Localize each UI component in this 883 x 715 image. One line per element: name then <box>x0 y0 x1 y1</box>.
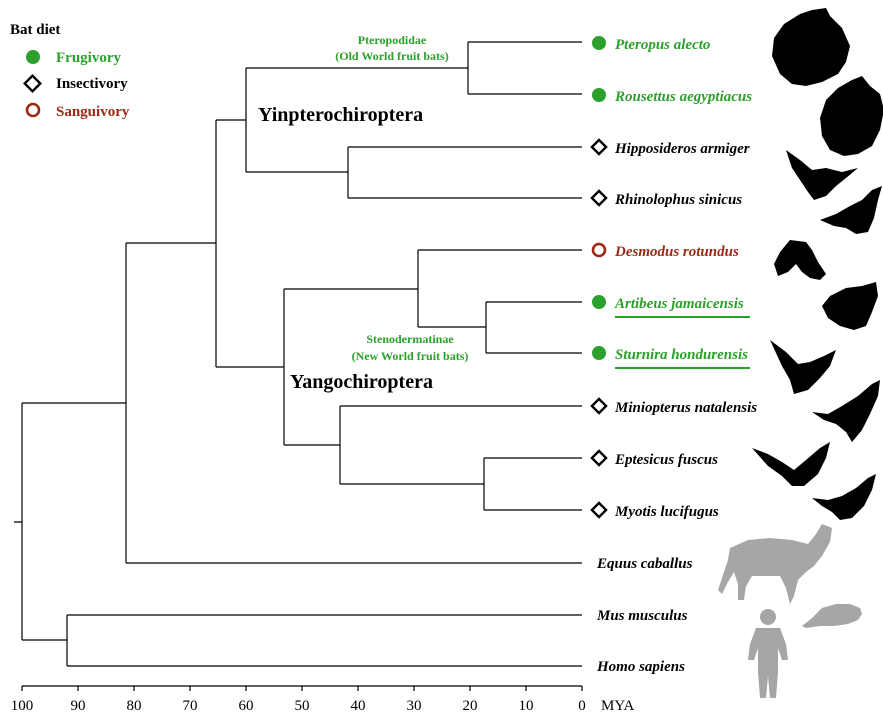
branch-laurasiatheria <box>126 243 582 563</box>
flying-bat-icon <box>820 186 882 234</box>
hanging-fruit-bat-icon <box>820 76 883 156</box>
taxon-label-mus-musculus: Mus musculus <box>596 608 688 624</box>
legend: Bat diet Frugivory Insectivory Sanguivor… <box>10 22 130 120</box>
hanging-fruit-bat-icon <box>772 8 850 86</box>
insectivory-marker-icon <box>592 503 606 517</box>
branch-vespertilionidae <box>484 458 582 510</box>
axis-tick-label: 60 <box>239 698 254 714</box>
taxon-label-rousettus-aegyptiacus: Rousettus aegyptiacus <box>614 89 752 105</box>
taxon-label-myotis-lucifugus: Myotis lucifugus <box>614 504 719 520</box>
taxon-label-artibeus-jamaicensis: Artibeus jamaicensis <box>614 296 744 312</box>
axis-tick-label: 30 <box>407 698 422 714</box>
insectivory-marker-icon <box>25 76 41 92</box>
taxon-label-rhinolophus-sinicus: Rhinolophus sinicus <box>614 192 742 208</box>
human-icon <box>748 628 788 698</box>
taxon-label-miniopterus-natalensis: Miniopterus natalensis <box>614 400 757 416</box>
branch-chiroptera <box>216 120 284 367</box>
axis-tick-label: 20 <box>463 698 478 714</box>
taxon-labels: Pteropus alecto Rousettus aegyptiacus Hi… <box>596 37 757 675</box>
horse-icon <box>718 524 832 604</box>
diet-markers <box>592 36 606 517</box>
frugivory-marker-icon <box>592 346 606 360</box>
flying-bat-icon <box>822 282 878 330</box>
taxon-label-desmodus-rotundus: Desmodus rotundus <box>614 244 739 260</box>
human-head-icon <box>760 609 776 625</box>
axis-tick-label: 70 <box>183 698 198 714</box>
branch-phyllostomidae <box>418 250 582 327</box>
insectivory-marker-icon <box>592 191 606 205</box>
axis-unit-label: MYA <box>601 698 635 714</box>
axis-tick-label: 50 <box>295 698 310 714</box>
flying-bat-icon <box>812 380 880 442</box>
flying-bat-icon <box>752 442 830 486</box>
sanguivory-marker-icon <box>27 104 39 116</box>
legend-insectivory-label: Insectivory <box>56 76 128 92</box>
taxon-label-eptesicus-fuscus: Eptesicus fuscus <box>614 452 718 468</box>
legend-sanguivory-label: Sanguivory <box>56 104 130 120</box>
subclade-pteropodidae-name: Pteropodidae <box>358 33 427 47</box>
frugivory-marker-icon <box>26 50 40 64</box>
clade-label-yangochiroptera: Yangochiroptera <box>290 371 433 393</box>
taxon-label-hipposideros-armiger: Hipposideros armiger <box>614 141 750 157</box>
taxon-label-sturnira-hondurensis: Sturnira hondurensis <box>615 347 748 363</box>
insectivory-marker-icon <box>592 140 606 154</box>
branch-pteropodidae <box>468 42 582 94</box>
branch-yangochiroptera <box>284 289 418 445</box>
tree-branches <box>14 42 582 666</box>
branch-rhinolophoidea <box>348 147 582 198</box>
axis-tick-label: 10 <box>519 698 534 714</box>
subclade-pteropodidae-common: (Old World fruit bats) <box>335 49 448 63</box>
legend-title: Bat diet <box>10 22 60 38</box>
flying-bat-icon <box>770 340 836 394</box>
axis-tick-label: 0 <box>578 698 586 714</box>
branch-stenodermatinae <box>486 302 582 353</box>
legend-frugivory-label: Frugivory <box>56 50 121 66</box>
subclade-stenodermatinae-common: (New World fruit bats) <box>352 349 469 363</box>
insectivory-marker-icon <box>592 399 606 413</box>
branch-euarchontoglires <box>67 615 582 666</box>
frugivory-marker-icon <box>592 88 606 102</box>
axis-tick-label: 90 <box>71 698 86 714</box>
sanguivory-marker-icon <box>593 244 605 256</box>
insectivory-marker-icon <box>592 451 606 465</box>
axis-tick-label: 100 <box>11 698 34 714</box>
axis-tick-label: 80 <box>127 698 142 714</box>
taxon-label-equus-caballus: Equus caballus <box>596 556 693 572</box>
branch-miniopterus-vesper <box>340 406 582 484</box>
frugivory-marker-icon <box>592 36 606 50</box>
vampire-bat-icon <box>774 240 826 280</box>
taxon-label-homo-sapiens: Homo sapiens <box>596 659 685 675</box>
taxon-label-pteropus-alecto: Pteropus alecto <box>615 37 710 53</box>
clade-label-yinpterochiroptera: Yinpterochiroptera <box>258 104 423 126</box>
flying-bat-icon <box>786 150 858 200</box>
frugivory-marker-icon <box>592 295 606 309</box>
branch-root <box>14 403 126 640</box>
flying-bat-icon <box>812 474 876 520</box>
subclade-stenodermatinae-name: Stenodermatinae <box>366 332 454 346</box>
mouse-icon <box>802 604 862 628</box>
axis-tick-label: 40 <box>351 698 366 714</box>
